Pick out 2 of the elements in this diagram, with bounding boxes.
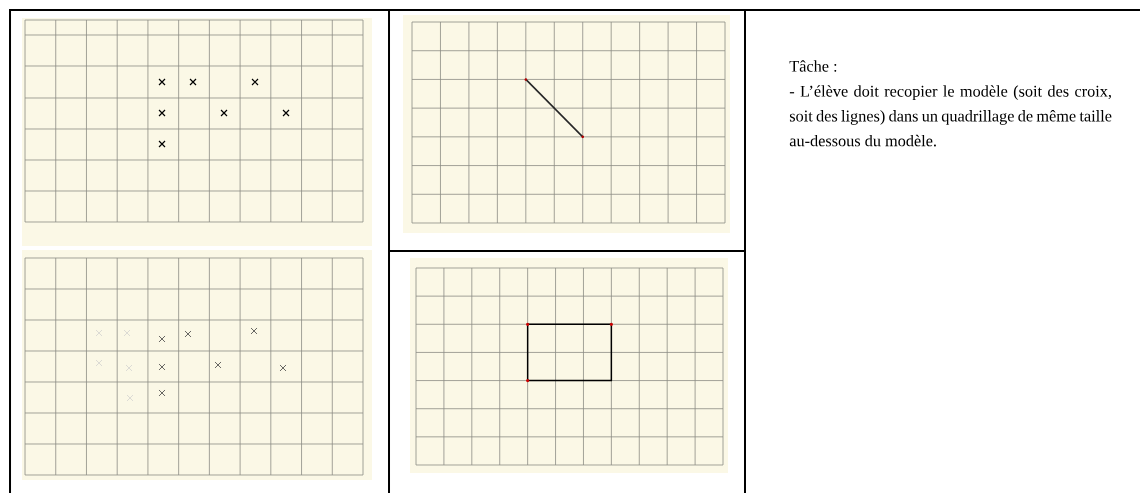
task-heading: Tâche : [789,60,837,72]
instruction-text: - L’élève doit recopier le modèle (soit des croix, soit des lignes) dans un quadrillage de même taille au-dessous du modèle. [789,85,1112,147]
